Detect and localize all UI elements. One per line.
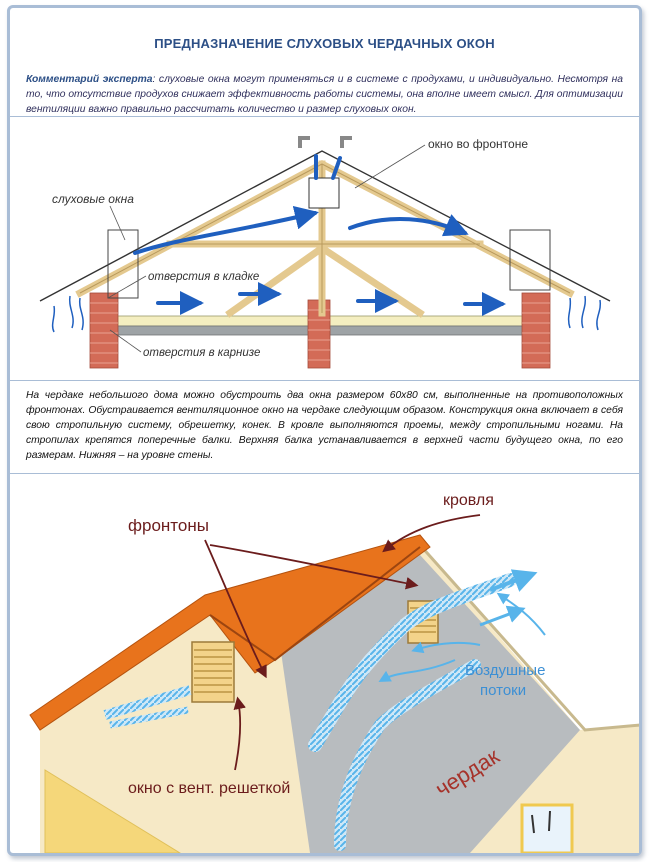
label-gable-window: окно во фронтоне [428, 137, 528, 151]
ventilation-cross-section-diagram: окно во фронтоне слуховые окна отверстия… [39, 136, 611, 369]
leader-gable-window [354, 144, 426, 189]
divider-bottom [10, 473, 639, 474]
gable-window [308, 177, 340, 209]
ridge-vents [298, 136, 352, 148]
label-eave-openings: отверстия в карнизе [143, 347, 260, 359]
attic-illustration: кровля фронтоны Воздушные потоки чердак … [29, 492, 639, 853]
gable-triangle [44, 769, 181, 853]
leader-eave-openings [109, 329, 142, 353]
description-text: На чердаке небольшого дома можно обустро… [26, 390, 623, 461]
air-flow-arrows [133, 154, 506, 316]
label-masonry-openings: отверстия в кладке [148, 271, 259, 283]
eave-air-flows [51, 295, 602, 333]
label-vent-window: окно с вент. решеткой [128, 780, 290, 797]
expert-comment-label: Комментарий эксперта [26, 74, 153, 85]
label-gables: фронтоны [128, 516, 209, 535]
roof-outline [39, 150, 611, 302]
vent-grille-left [191, 641, 235, 703]
label-air-flows-line1: Воздушные [465, 662, 545, 679]
label-dormer-windows: слуховые окна [52, 192, 134, 206]
expert-comment: Комментарий эксперта: слуховые окна могу… [26, 72, 623, 117]
divider-top [10, 116, 639, 117]
page-frame: ПРЕДНАЗНАЧЕНИЕ СЛУХОВЫХ ЧЕРДАЧНЫХ ОКОН К… [7, 5, 642, 856]
page-title: ПРЕДНАЗНАЧЕНИЕ СЛУХОВЫХ ЧЕРДАЧНЫХ ОКОН [154, 36, 495, 51]
label-air-flows-line2: потоки [480, 682, 526, 699]
label-roof: кровля [443, 492, 494, 509]
brick-column-left [89, 292, 119, 369]
brick-column-center [307, 299, 331, 369]
air-flow-pointers [378, 592, 546, 682]
dormer-window-right [509, 229, 551, 291]
air-flow-streams [103, 569, 538, 851]
expert-comment-text: : слуховые окна могут применяться и в си… [26, 74, 623, 115]
house-window [520, 803, 574, 853]
brick-column-right [521, 292, 551, 369]
leader-dormer-windows [109, 205, 126, 241]
description: На чердаке небольшого дома можно обустро… [26, 388, 623, 463]
label-arrows [204, 514, 481, 771]
dormer-window-left [107, 229, 139, 299]
divider-middle [10, 380, 639, 381]
leader-masonry-openings [107, 275, 147, 299]
